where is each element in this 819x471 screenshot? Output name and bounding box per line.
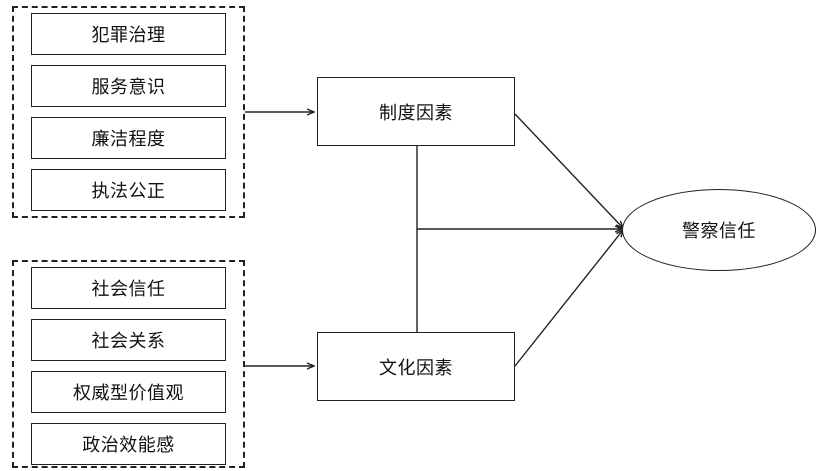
factor-law-enforcement-fairness: 执法公正 (31, 169, 226, 211)
factor-integrity: 廉洁程度 (31, 117, 226, 159)
factor-authoritarian-values: 权威型价值观 (31, 371, 226, 413)
cultural-indicator-group (12, 260, 245, 468)
factor-political-efficacy: 政治效能感 (31, 423, 226, 465)
factor-crime-governance: 犯罪治理 (31, 13, 226, 55)
node-cultural-factors: 文化因素 (317, 332, 515, 401)
factor-social-trust: 社会信任 (31, 267, 226, 309)
institutional-indicator-group (12, 6, 245, 218)
factor-social-relations: 社会关系 (31, 319, 226, 361)
node-police-trust: 警察信任 (622, 189, 816, 271)
node-institutional-factors: 制度因素 (317, 77, 515, 146)
factor-service-awareness: 服务意识 (31, 65, 226, 107)
arrow-cultural-to-trust (514, 230, 623, 367)
arrow-institutional-to-trust (514, 113, 623, 228)
